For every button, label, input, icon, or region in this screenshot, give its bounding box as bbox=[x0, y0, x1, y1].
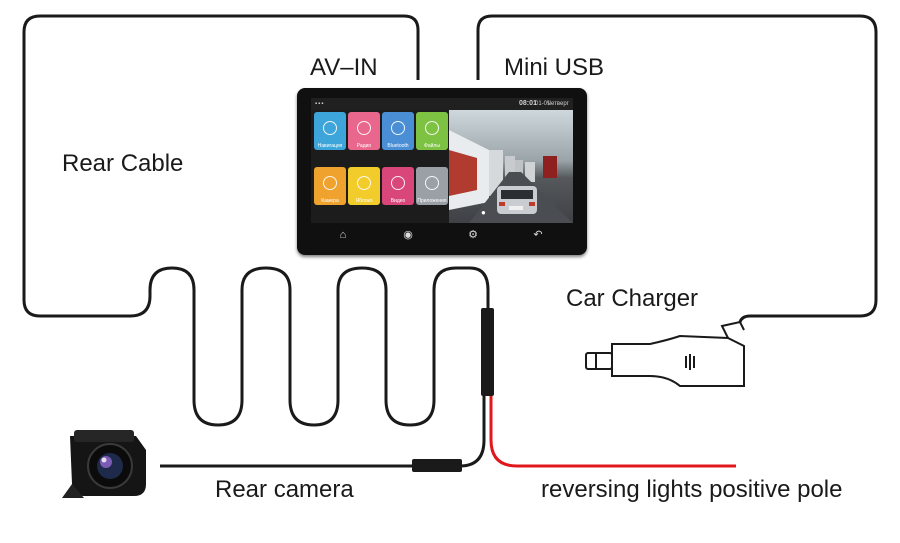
app-tile-3[interactable]: Файлы bbox=[416, 112, 448, 150]
rear-cable-wire bbox=[22, 14, 490, 427]
camera-button-icon[interactable]: ◉ bbox=[403, 229, 413, 241]
camera-icon bbox=[323, 176, 337, 190]
status-date: 01-01 bbox=[535, 101, 551, 107]
av-in-label: AV–IN bbox=[310, 54, 378, 81]
rear-camera-label: Rear camera bbox=[215, 476, 354, 503]
link-icon bbox=[357, 176, 371, 190]
car-charger-icon bbox=[585, 320, 745, 387]
camera-preview[interactable]: ● bbox=[449, 110, 573, 223]
app-tile-label: Приложения bbox=[417, 198, 447, 204]
head-unit-device: ▪▪▪ 08:01 01-01 Четверг Навигация Радио Bl… bbox=[297, 88, 587, 255]
app-tile-label: Навигация bbox=[317, 143, 343, 149]
camera-wire-connector bbox=[412, 459, 462, 472]
app-tile-label: Камера bbox=[321, 198, 339, 204]
app-tile-label: Видео bbox=[390, 198, 406, 204]
video-icon bbox=[391, 176, 405, 190]
location-icon bbox=[323, 121, 337, 135]
device-screen: ▪▪▪ 08:01 01-01 Четверг Навигация Радио Bl… bbox=[311, 98, 573, 223]
settings-icon[interactable]: ⚙ bbox=[468, 229, 478, 241]
app-tile-5[interactable]: Яблоко bbox=[348, 167, 380, 205]
app-tile-1[interactable]: Радио bbox=[348, 112, 380, 150]
reversing-positive-wire bbox=[489, 396, 736, 468]
app-tile-4[interactable]: Камера bbox=[314, 167, 346, 205]
traffic-scene bbox=[449, 130, 573, 223]
mini-usb-label: Mini USB bbox=[504, 54, 605, 81]
rear-camera-icon bbox=[62, 430, 146, 498]
mini-usb-wire bbox=[476, 14, 878, 323]
phone-icon bbox=[391, 121, 405, 135]
app-tile-0[interactable]: Навигация bbox=[314, 112, 346, 150]
status-day: Четверг bbox=[547, 101, 569, 107]
app-tile-label: Яблоко bbox=[355, 198, 373, 204]
home-icon[interactable]: ⌂ bbox=[339, 229, 347, 241]
camera-shutter-icon[interactable]: ● bbox=[481, 208, 486, 217]
app-tile-6[interactable]: Видео bbox=[382, 167, 414, 205]
black-wire-split bbox=[459, 396, 486, 468]
status-icons: ▪▪▪ bbox=[315, 101, 325, 107]
rear-cable-connector bbox=[481, 308, 494, 396]
app-tile-label: Bluetooth bbox=[387, 143, 409, 149]
app-tile-label: Файлы bbox=[424, 143, 440, 149]
radio-icon bbox=[357, 121, 371, 135]
status-bar: ▪▪▪ 08:01 01-01 Четверг bbox=[311, 98, 573, 110]
apps-icon bbox=[425, 176, 439, 190]
app-tile-label: Радио bbox=[356, 143, 372, 149]
back-icon[interactable]: ↶ bbox=[533, 229, 543, 241]
status-time: 08:01 bbox=[519, 100, 537, 107]
app-tile-7[interactable]: Приложения bbox=[416, 167, 448, 205]
nav-bar: ⌂ ◉ ⚙ ↶ bbox=[311, 224, 573, 246]
reversing-lights-label: reversing lights positive pole bbox=[541, 476, 843, 503]
rear-cable-label: Rear Cable bbox=[62, 150, 184, 177]
car-charger-label: Car Charger bbox=[566, 285, 699, 312]
app-tile-2[interactable]: Bluetooth bbox=[382, 112, 414, 150]
folder-icon bbox=[425, 121, 439, 135]
